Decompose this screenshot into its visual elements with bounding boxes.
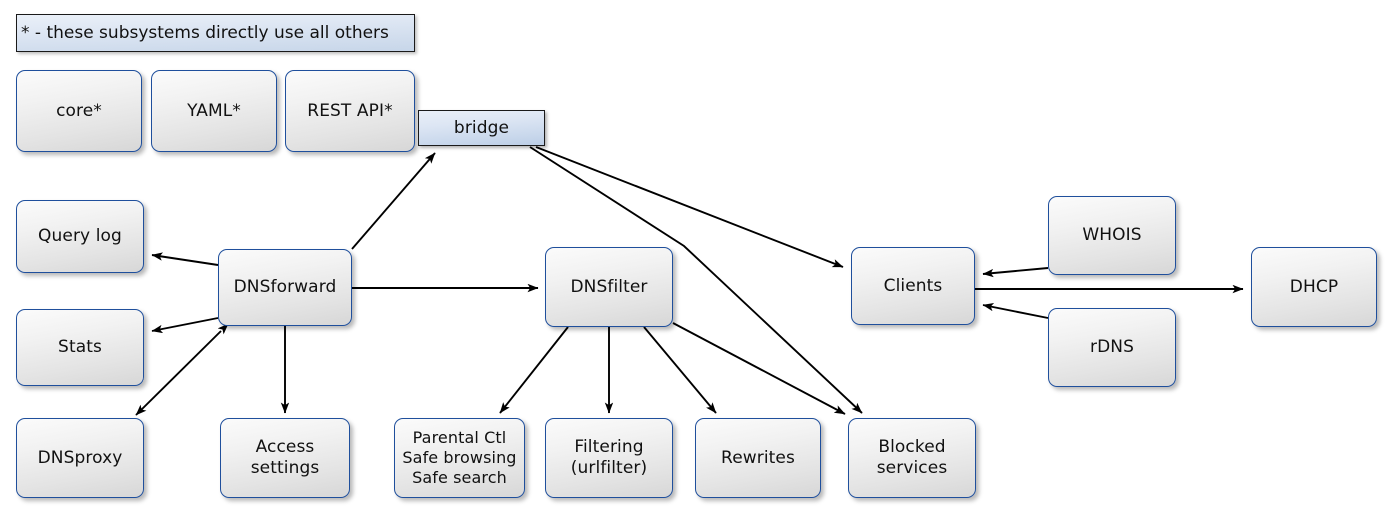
node-blocked-services[interactable]: Blocked services [848,418,976,498]
edge-bridge-clients [535,146,844,268]
node-rdns[interactable]: rDNS [1048,308,1176,387]
node-stats[interactable]: Stats [16,309,144,386]
edge-dnsforward-querylog [151,252,219,266]
edge-dnsfilter-rewrites [643,326,717,414]
edge-bridge-blocked [529,146,863,414]
node-rewrites[interactable]: Rewrites [695,418,821,498]
legend-note: * - these subsystems directly use all ot… [16,14,415,52]
node-access-settings[interactable]: Access settings [220,418,350,498]
edge-dnsforward-bridge [351,152,436,250]
edge-dnsfilter-parental [499,326,569,414]
node-filtering-urlfilter[interactable]: Filtering (urlfilter) [545,418,673,498]
edge-dnsfilter-blocked [672,322,846,415]
node-parental-control[interactable]: Parental Ctl Safe browsing Safe search [394,418,525,498]
node-dnsforward[interactable]: DNSforward [218,249,352,326]
node-yaml[interactable]: YAML* [151,70,277,152]
node-rest-api[interactable]: REST API* [285,70,415,152]
legend-text: * - these subsystems directly use all ot… [21,23,389,43]
edge-dnsforward-stats [151,317,219,334]
node-bridge[interactable]: bridge [418,110,545,146]
edge-whois-clients [982,267,1049,278]
node-query-log[interactable]: Query log [16,200,144,273]
node-whois[interactable]: WHOIS [1048,196,1176,275]
node-core[interactable]: core* [16,70,142,152]
node-dhcp[interactable]: DHCP [1251,247,1377,327]
edge-rdns-clients [982,302,1049,319]
node-clients[interactable]: Clients [851,247,975,325]
node-dnsproxy[interactable]: DNSproxy [16,418,144,498]
edge-dnsforward-dnsproxy [135,323,229,416]
node-dnsfilter[interactable]: DNSfilter [545,247,673,327]
